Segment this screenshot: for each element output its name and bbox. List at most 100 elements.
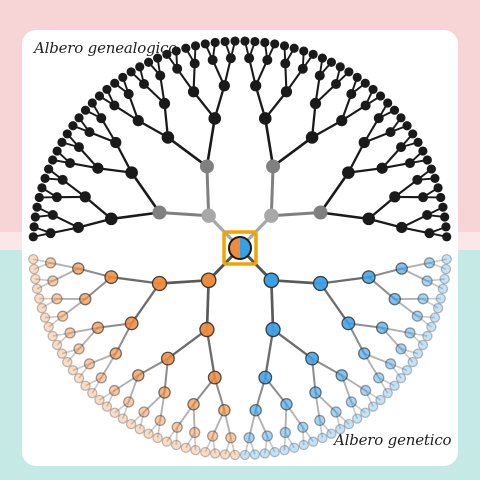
genetic-edge (416, 315, 432, 328)
paternal-genetic-node (367, 401, 379, 412)
maternal-genetic-node (161, 436, 173, 447)
ancestor-node (258, 112, 272, 125)
ancestor-node (207, 54, 218, 65)
ancestor-node (389, 191, 401, 203)
genetic-edge (365, 389, 381, 401)
maternal-genetic-node (124, 316, 139, 331)
genetic-edge (301, 427, 305, 445)
ancestor-node (30, 212, 40, 222)
maternal-genetic-node (218, 403, 231, 417)
ancestor-node (442, 232, 452, 242)
genetic-edge (36, 280, 54, 290)
ancestor-node (218, 80, 230, 92)
ancestor-node (155, 70, 166, 81)
genetic-edge (111, 275, 160, 285)
maternal-genetic-node (78, 292, 92, 306)
ancestor-node (375, 91, 386, 101)
maternal-genetic-node (187, 397, 200, 411)
genetic-edge (272, 328, 313, 360)
ancestor-node (92, 162, 104, 174)
ancestor-node (72, 221, 84, 234)
ancestor-node (436, 192, 446, 203)
paternal-genetic-node (401, 365, 413, 376)
root-highlight-frame (222, 230, 258, 266)
ancestor-node (171, 46, 181, 56)
ancestor-edge (167, 136, 208, 168)
ancestor-node (187, 86, 200, 98)
ancestor-node (96, 113, 107, 124)
ancestor-node (181, 43, 191, 53)
ancestor-node (225, 53, 236, 64)
genetic-edge (271, 278, 321, 285)
maternal-genetic-node (47, 275, 59, 287)
ancestor-node (383, 98, 393, 108)
paternal-genetic-node (361, 270, 376, 285)
ancestor-node (342, 166, 355, 179)
genetic-edge (85, 377, 102, 387)
maternal-genetic-node (219, 449, 231, 460)
paternal-genetic-node (335, 369, 348, 382)
paternal-genetic-node (411, 310, 423, 322)
paternal-genetic-node (429, 312, 441, 323)
ancestor-node (424, 228, 435, 239)
genetic-edge (230, 437, 236, 456)
paternal-genetic-node (258, 370, 273, 385)
genetic-edge (284, 432, 295, 449)
genetic-edge (167, 328, 208, 360)
ancestor-node (190, 41, 201, 51)
ancestor-node (404, 158, 415, 169)
maternal-genetic-node (189, 426, 201, 439)
paternal-genetic-node (373, 372, 385, 384)
paternal-genetic-node (259, 448, 271, 459)
genetic-edge (350, 401, 359, 419)
ancestor-node (123, 89, 134, 100)
ancestor-node (57, 137, 67, 147)
genetic-edge (205, 329, 216, 378)
genetic-edge (156, 420, 162, 439)
paternal-genetic-node (345, 396, 357, 408)
ancestor-node (422, 155, 432, 165)
ancestor-edge (269, 166, 275, 216)
ancestor-node (65, 158, 76, 169)
paternal-genetic-node (312, 275, 329, 292)
ancestor-node (110, 78, 120, 88)
root-paternal-half (240, 237, 251, 259)
ancestor-node (396, 221, 408, 234)
paternal-genetic-node (351, 413, 363, 424)
maternal-genetic-node (67, 365, 79, 376)
ancestor-edge (319, 171, 350, 214)
genetic-edge (427, 278, 445, 282)
paternal-genetic-node (417, 293, 429, 305)
ancestor-node (418, 192, 429, 203)
ancestor-edge (263, 118, 275, 167)
ancestor-node (326, 57, 337, 67)
paternal-genetic-node (307, 436, 319, 447)
ancestor-node (422, 210, 433, 221)
ancestor-node (109, 100, 120, 111)
genetic-edge (33, 258, 51, 264)
genetic-edge (429, 258, 447, 264)
genetic-edge (266, 435, 276, 453)
paternal-genetic-node (335, 423, 346, 435)
ancestor-node (29, 222, 39, 232)
genetic-edge (33, 262, 51, 270)
ancestor-node (244, 53, 255, 64)
ancestor-node (289, 43, 299, 53)
genetic-edge (35, 278, 53, 282)
ancestor-node (250, 36, 260, 47)
genetic-edge (106, 390, 116, 407)
paternal-genetic-node (437, 283, 449, 295)
ancestor-node (440, 212, 450, 222)
paternal-genetic-node (375, 321, 389, 335)
maternal-genetic-node (56, 348, 68, 359)
genetic-edge (114, 401, 130, 414)
paternal-genetic-node (357, 347, 371, 360)
genetic-edge (185, 432, 196, 449)
ancestor-node (360, 100, 371, 111)
genetic-edge (41, 298, 58, 309)
genetic-edge (224, 437, 232, 455)
maternal-genetic-node (109, 347, 123, 360)
maternal-genetic-node (229, 449, 241, 461)
genetic-edge (319, 282, 350, 325)
